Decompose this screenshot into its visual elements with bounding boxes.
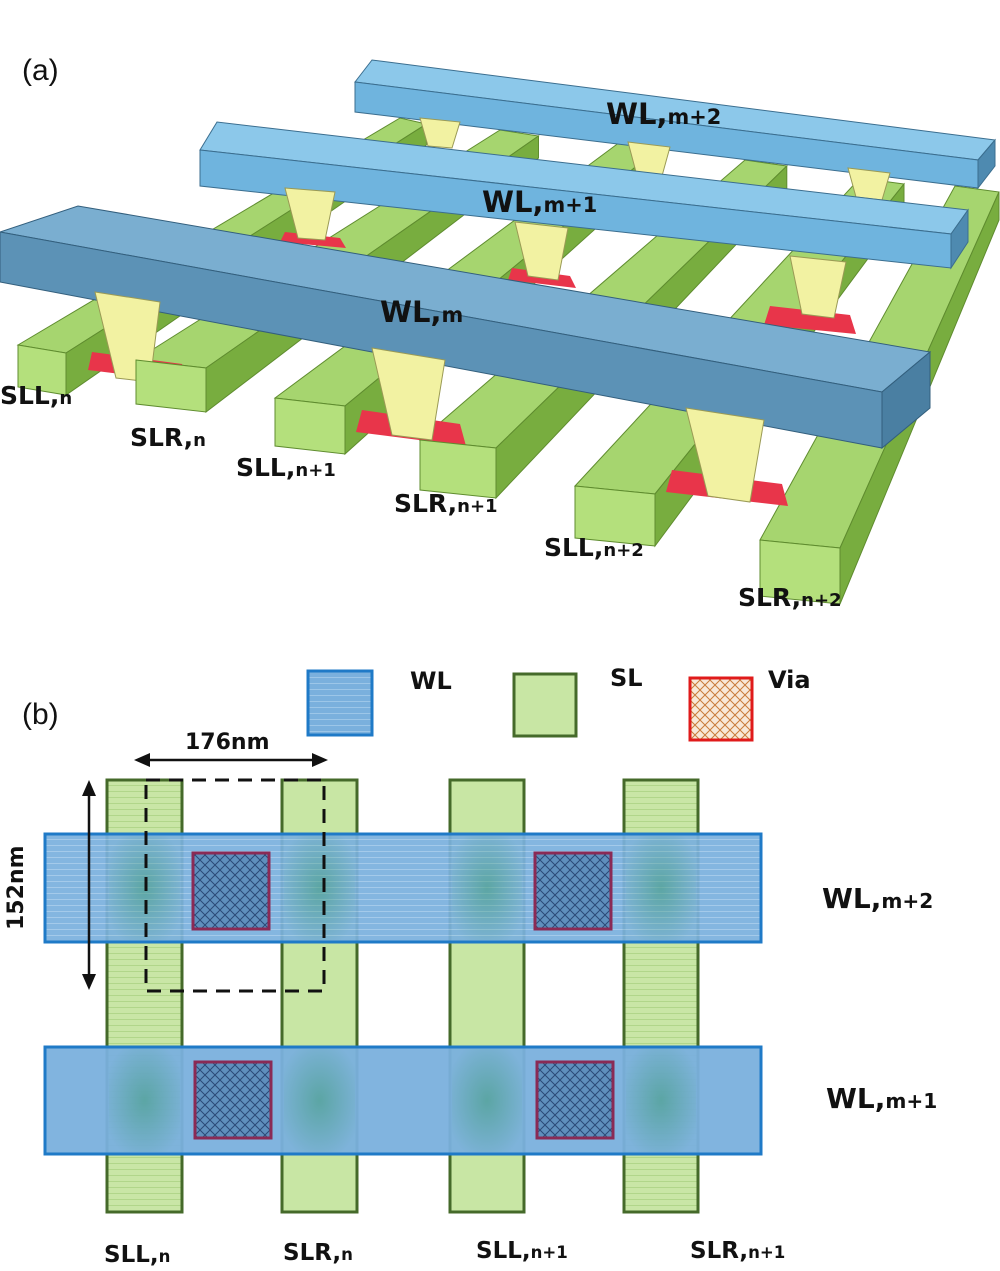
- source-line-bar-front: [135, 359, 207, 413]
- legend-swatch-sl: [512, 672, 578, 738]
- legend-item-via: Via: [688, 666, 811, 742]
- sl-label-b-slr-n: SLR,n: [283, 1240, 353, 1266]
- sl-label-b-sll-n1: SLL,n+1: [476, 1238, 568, 1264]
- sl-label-b-sll-n: SLL,n: [104, 1242, 170, 1268]
- legend-item-wl: WL: [306, 667, 452, 737]
- dimension-height: 152nm: [4, 780, 96, 990]
- overlap-regions: [109, 836, 696, 1152]
- source-line-bar-front: [574, 485, 656, 547]
- source-line-bar-front: [419, 439, 497, 499]
- source-line-front-ends: [17, 344, 841, 605]
- layout-via: [533, 851, 613, 931]
- legend-label-wl: WL: [410, 667, 452, 695]
- panel-a-label: (a): [22, 54, 59, 87]
- wl-label-b-m1: WL,m+1: [826, 1082, 937, 1115]
- dimension-height-label: 152nm: [4, 845, 29, 930]
- word-line-bar-m1: [199, 121, 969, 270]
- source-line-bar-front: [759, 539, 841, 605]
- source-line-bar-front: [274, 397, 346, 455]
- legend: WL SL Via: [306, 664, 811, 742]
- layout-via: [193, 1060, 273, 1140]
- word-line-bar-m: [0, 205, 932, 450]
- wl-label-a-m1: WL,m+1: [482, 185, 597, 219]
- sl-label-b-slr-n1: SLR,n+1: [690, 1238, 785, 1264]
- source-line-bar-front: [17, 344, 67, 396]
- panel-b-label: (b): [22, 698, 59, 731]
- dimension-width-label: 176nm: [185, 730, 270, 755]
- sl-label-a-slr-n1: SLR,n+1: [394, 489, 498, 518]
- sl-label-a-sll-n2: SLL,n+2: [544, 533, 644, 562]
- layout-via: [191, 851, 271, 931]
- sl-label-a-sll-n1: SLL,n+1: [236, 453, 336, 482]
- wl-label-b-m2: WL,m+2: [822, 882, 933, 915]
- dimension-width: 176nm: [134, 730, 328, 767]
- legend-item-sl: SL: [512, 664, 643, 738]
- layout-vias: [191, 851, 615, 1140]
- word-line-bar-m2: [354, 59, 996, 190]
- sl-label-a-sll-n: SLL,n: [0, 381, 72, 410]
- sl-label-a-slr-n: SLR,n: [130, 423, 206, 452]
- layout-via: [535, 1060, 615, 1140]
- legend-swatch-via: [688, 676, 754, 742]
- unit-cell-outline: [144, 778, 326, 993]
- legend-swatch-wl: [306, 669, 374, 737]
- legend-label-via: Via: [768, 666, 811, 694]
- vias-row-m2: [419, 117, 891, 201]
- panel-a-3d-array: WL,m+2 WL,m+1 WL,m SLL,n SLR,n SLL,n+1 S…: [0, 59, 1000, 612]
- wl-label-a-m: WL,m: [380, 295, 463, 329]
- wl-label-a-m2: WL,m+2: [606, 97, 721, 131]
- sl-label-a-slr-n2: SLR,n+2: [738, 583, 842, 612]
- legend-label-sl: SL: [610, 664, 643, 692]
